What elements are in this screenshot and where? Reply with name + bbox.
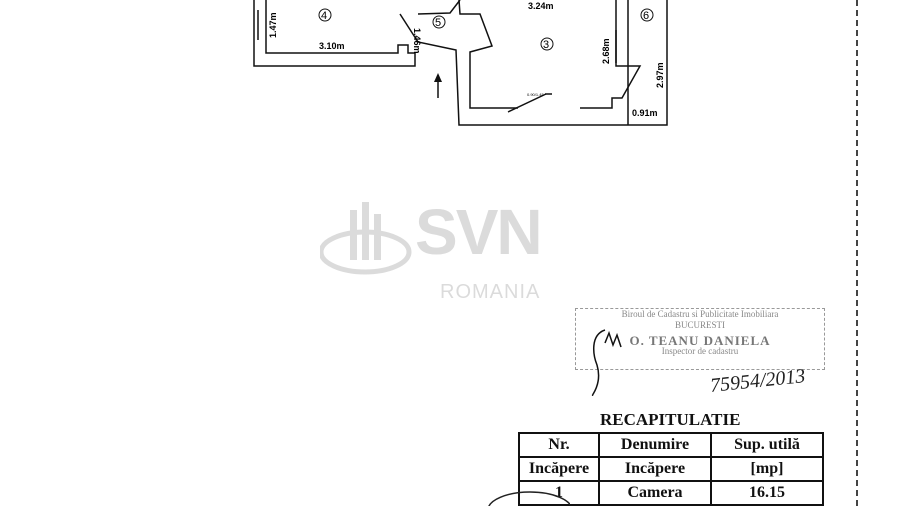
watermark-country: ROMANIA (440, 281, 541, 303)
stamp-name: O. TEANU DANIELA (629, 333, 771, 348)
dim-label: 3.24m (528, 1, 554, 11)
dim-label: 1.47m (268, 12, 278, 38)
room-4: 4 (321, 10, 327, 22)
dim-label: 2.68m (601, 38, 611, 64)
stamp-city: BUCURESTI (674, 320, 725, 330)
page-border (856, 0, 860, 506)
room-5: 5 (435, 17, 441, 29)
table-header-row: Incăpere Incăpere [mp] (518, 456, 824, 482)
stamp-office: Biroul de Cadastru si Publicitate Imobil… (621, 309, 779, 319)
door-label: 0.90/1.45 (527, 92, 544, 97)
table-cell: 16.15 (710, 480, 824, 506)
watermark: SVN ROMANIA (320, 195, 590, 305)
round-stamp (488, 491, 570, 506)
header-cell: Incăpere (518, 456, 600, 482)
dim-label: 0.91m (632, 108, 658, 118)
cadastre-stamp: Biroul de Cadastru si Publicitate Imobil… (575, 308, 825, 370)
room-labels: 4 5 3 6 (318, 8, 654, 51)
dim-label: 1.46m (412, 28, 422, 54)
table-row: 1 Camera 16.15 (518, 480, 824, 506)
room-3: 3 (543, 39, 549, 51)
svn-logo-icon (320, 202, 412, 275)
dim-label: 2.97m (655, 62, 665, 88)
header-cell: Denumire (598, 432, 712, 458)
header-cell: Incăpere (598, 456, 712, 482)
header-cell: Sup. utilă (710, 432, 824, 458)
dimension-labels: 1.47m 3.10m 1.46m 3.24m 2.68m 2.97m 0.91… (268, 1, 665, 118)
watermark-brand: SVN (415, 196, 543, 268)
dim-label: 3.10m (319, 41, 345, 51)
summary-title: RECAPITULATIE (600, 410, 741, 429)
stamp-role: Inspector de cadastru (661, 346, 739, 356)
signature (591, 329, 622, 396)
header-cell: Nr. (518, 432, 600, 458)
summary-table: Nr. Denumire Sup. utilă Incăpere Incăper… (518, 432, 824, 506)
room-6: 6 (643, 10, 649, 22)
table-header-row: Nr. Denumire Sup. utilă (518, 432, 824, 458)
table-cell: Camera (598, 480, 712, 506)
header-cell: [mp] (710, 456, 824, 482)
